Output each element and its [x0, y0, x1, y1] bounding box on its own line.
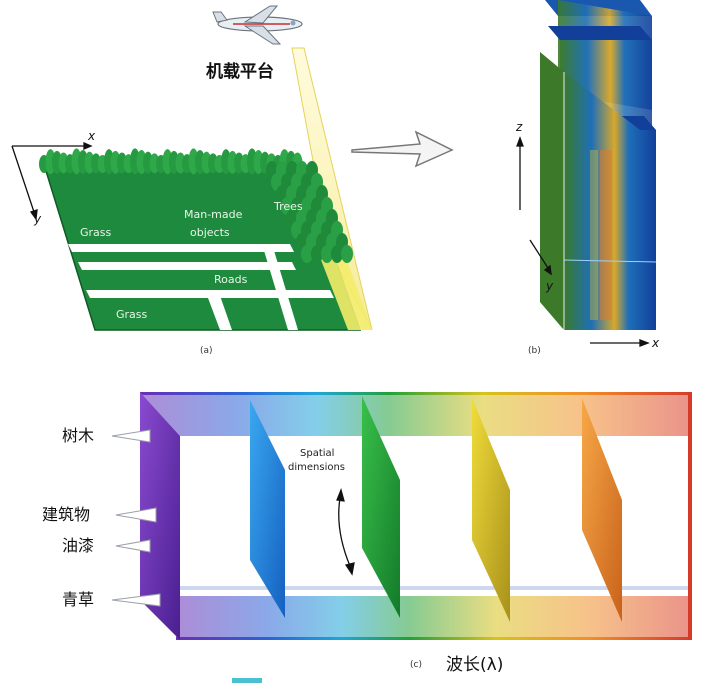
axis-b-x: x — [651, 336, 660, 350]
band-sheet-green — [362, 396, 400, 618]
arrow-right-icon — [351, 130, 454, 168]
band-sheet-violet — [140, 392, 180, 640]
label-manmade-2: objects — [190, 226, 230, 239]
wavelength-axis-label: 波长(λ) — [446, 655, 503, 675]
band-sheet-orange — [582, 398, 622, 622]
road-diagonal — [205, 290, 232, 330]
tree-crown — [341, 245, 353, 263]
spatial-label-1: Spatial — [300, 448, 334, 459]
spectrum-band-top — [140, 392, 692, 436]
band-sheet-yellow — [472, 398, 510, 622]
bottom-strip — [232, 678, 262, 683]
tree-crown — [311, 245, 323, 263]
axis-a-x: x — [87, 129, 96, 143]
label-grass-cn: 青草 — [62, 590, 94, 609]
spatial-label-2: dimensions — [288, 462, 345, 473]
road-middle — [78, 262, 296, 270]
label-paint-cn: 油漆 — [62, 536, 94, 555]
label-manmade-1: Man-made — [184, 208, 243, 221]
label-roads: Roads — [214, 273, 248, 286]
airplane-icon — [212, 5, 303, 45]
label-grass-top: Grass — [80, 226, 112, 239]
axis-b-y: y — [545, 279, 554, 293]
caption-a: (a) — [200, 346, 213, 356]
axes-b — [516, 136, 650, 347]
caption-b: (b) — [528, 346, 541, 356]
tree-crown — [301, 245, 313, 263]
axis-b-z: z — [515, 120, 523, 134]
axis-a-y: y — [33, 212, 42, 226]
label-pointers — [111, 429, 161, 607]
axes-a — [11, 142, 93, 221]
panel-c: 树木 建筑物 油漆 青草 Spatial dimensions (c) 波长(λ… — [42, 392, 692, 683]
road-upper — [68, 244, 294, 252]
caption-c: (c) — [410, 660, 422, 670]
illuminated-strip — [318, 252, 372, 330]
road-vertical — [262, 244, 298, 330]
panel-a: 机载平台 x y Grass Man-made objects Trees — [11, 5, 373, 356]
spectrum-band-bottom — [176, 596, 692, 640]
tree-crown — [321, 245, 333, 263]
band-sheet-blue — [250, 400, 285, 618]
tree-crown — [331, 245, 343, 263]
label-trees-cn: 树木 — [62, 426, 94, 445]
tree-band — [39, 148, 353, 263]
hypercube — [540, 52, 657, 330]
platform-label: 机载平台 — [206, 61, 274, 82]
label-grass-bottom: Grass — [116, 308, 148, 321]
band-sheet-red — [688, 392, 692, 640]
spatial-arrow-icon — [336, 487, 355, 576]
label-trees: Trees — [273, 200, 303, 213]
panel-b: z y x (b) — [515, 0, 660, 356]
label-buildings-cn: 建筑物 — [42, 505, 90, 524]
